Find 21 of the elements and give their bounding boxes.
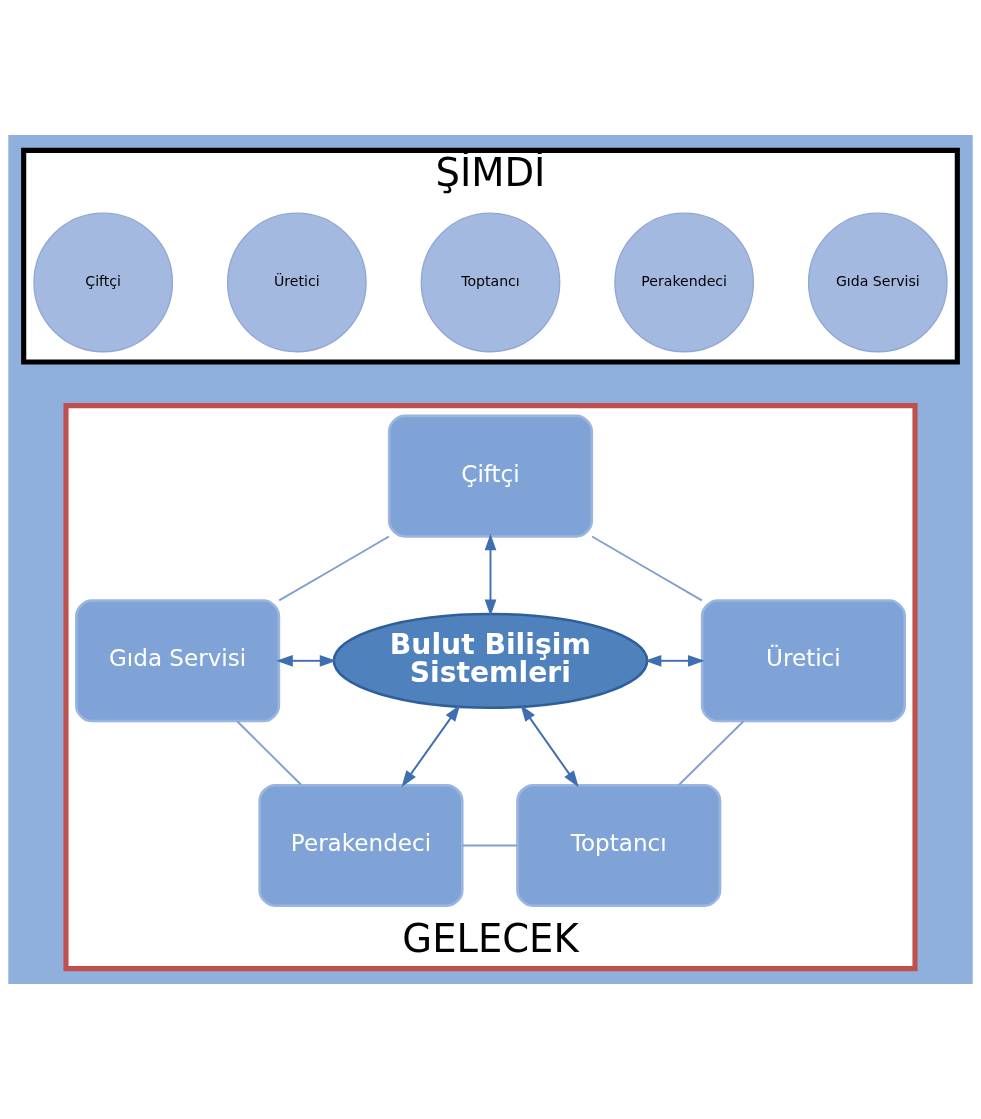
node-circle: Üretici [226, 212, 367, 353]
connector [591, 535, 703, 602]
connector [236, 720, 303, 786]
connector [678, 720, 745, 786]
node-box: Toptancı [516, 783, 722, 908]
node-circle: Gıda Servisi [807, 212, 948, 353]
arrow [520, 704, 579, 788]
connector [278, 535, 390, 602]
node-circle: Perakendeci [614, 212, 755, 353]
node-box: Gıda Servisi [75, 599, 281, 723]
node-box: Çiftçi [387, 414, 594, 538]
arrow [401, 704, 461, 788]
arrow [276, 654, 337, 667]
node-circle: Çiftçi [33, 212, 174, 353]
arrow [644, 654, 705, 667]
node-box: Perakendeci [258, 783, 464, 908]
node-circle: Toptancı [420, 212, 561, 353]
arrow [484, 533, 497, 617]
node-box: Üretici [700, 599, 906, 723]
connector [461, 844, 518, 847]
node-ellipse: Bulut Bilişim Sistemleri [332, 612, 649, 709]
